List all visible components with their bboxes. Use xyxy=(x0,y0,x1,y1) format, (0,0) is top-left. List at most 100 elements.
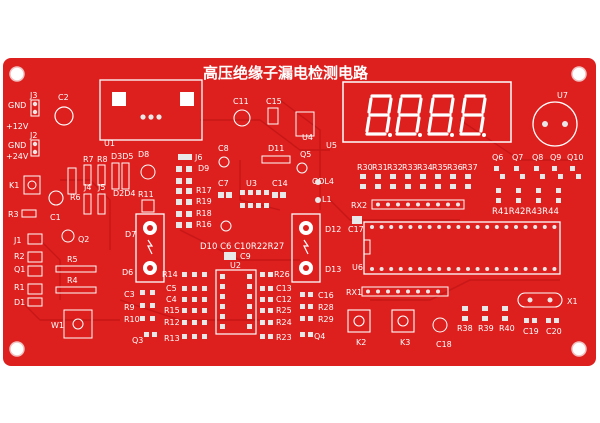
c2-footprint xyxy=(54,106,74,126)
u6-pin xyxy=(427,225,432,229)
label-q1: Q1 xyxy=(14,265,25,274)
label-k1: K1 xyxy=(9,181,19,190)
u6-pin xyxy=(379,267,384,271)
label-r29: R29 xyxy=(318,315,334,324)
label-r32: R32 xyxy=(387,163,403,172)
u6-pin xyxy=(523,225,528,229)
label-c9: C9 xyxy=(240,252,251,261)
label-c2: C2 xyxy=(58,93,69,102)
u6-pin xyxy=(504,267,509,271)
label-r14: R14 xyxy=(162,270,178,279)
label-r7: R7 xyxy=(83,155,94,164)
label-r28: R28 xyxy=(318,303,334,312)
label-row-d10: D10 C6 C10R22R27 xyxy=(200,242,284,252)
label-d12: D12 xyxy=(325,225,341,234)
label-c3: C3 xyxy=(124,290,135,299)
u6-pin xyxy=(398,225,403,229)
label-u5: U5 xyxy=(326,141,337,150)
u6-pin xyxy=(379,225,384,229)
label-q6: Q6 xyxy=(492,153,503,162)
u6-pin xyxy=(437,267,442,271)
label-u1: U1 xyxy=(104,139,115,148)
label-q2: Q2 xyxy=(78,235,89,244)
u1-footprint xyxy=(99,79,203,141)
label-r3: R3 xyxy=(8,210,19,219)
label-j5: J5 xyxy=(97,183,105,192)
u6-pin xyxy=(533,225,538,229)
label-r17: R17 xyxy=(196,186,212,195)
label-r11: R11 xyxy=(138,190,154,199)
u6-pin xyxy=(427,267,432,271)
d6-d7-footprints xyxy=(135,213,165,283)
smd-pads-c xyxy=(260,272,313,339)
u6-pin xyxy=(552,225,557,229)
label-j6: J6 xyxy=(194,153,202,162)
label-r12: R12 xyxy=(164,318,180,327)
u6-pin xyxy=(514,225,518,229)
u6-mcu-footprint xyxy=(363,221,561,275)
u6-pin xyxy=(542,267,547,271)
label-r5: R5 xyxy=(67,255,78,264)
label-d13: D13 xyxy=(325,265,341,274)
resistor-row-r30-r37: R30 R31 R32 R33 R34 R35 R36 R37 xyxy=(357,163,478,189)
u6-pin xyxy=(398,267,403,271)
label-j1: J1 xyxy=(13,236,21,245)
rx2-header xyxy=(371,199,465,210)
u6-pin xyxy=(418,267,422,271)
label-j2: J2 xyxy=(29,131,37,140)
label-r30: R30 xyxy=(357,163,373,172)
label-12v: +12V xyxy=(6,122,29,131)
u6-pin xyxy=(389,225,394,229)
u6-pin xyxy=(475,267,480,271)
label-gnd2: GND xyxy=(8,141,26,150)
label-r6: R6 xyxy=(70,193,81,202)
copper-traces xyxy=(19,99,580,321)
label-d9: D9 xyxy=(198,164,209,173)
u6-pin xyxy=(408,225,413,229)
label-x1: X1 xyxy=(567,297,578,306)
u6-pin xyxy=(370,225,374,229)
label-q7: Q7 xyxy=(512,153,523,162)
label-c12: C12 xyxy=(276,295,292,304)
label-q8: Q8 xyxy=(532,153,543,162)
u6-pin xyxy=(494,225,499,229)
u6-pin xyxy=(485,225,490,229)
label-r10: R10 xyxy=(124,315,140,324)
label-c8: C8 xyxy=(218,144,229,153)
label-gdl4: GDL4 xyxy=(312,177,334,186)
label-r35: R35 xyxy=(432,163,448,172)
label-r33: R33 xyxy=(402,163,418,172)
x1-crystal-footprint xyxy=(517,292,563,308)
label-u7: U7 xyxy=(557,91,568,100)
u6-pin xyxy=(466,225,470,229)
u2-footprint xyxy=(215,269,257,335)
label-u2: U2 xyxy=(230,261,241,270)
u6-pin xyxy=(523,267,528,271)
u6-pin xyxy=(418,225,422,229)
u6-pin xyxy=(437,225,442,229)
label-w1: W1 xyxy=(51,321,64,330)
smd-pads-a xyxy=(176,154,192,228)
label-r38: R38 xyxy=(457,324,473,333)
smd-pads-d xyxy=(462,306,559,323)
label-q5: Q5 xyxy=(300,150,311,159)
label-r13: R13 xyxy=(164,334,180,343)
rx1-header xyxy=(361,286,449,297)
u6-pin xyxy=(456,267,461,271)
label-d8: D8 xyxy=(138,150,149,159)
u6-pin xyxy=(504,225,509,229)
u6-pin xyxy=(466,267,470,271)
label-c14: C14 xyxy=(272,179,288,188)
label-k2: K2 xyxy=(356,338,366,347)
label-q3: Q3 xyxy=(132,336,143,345)
u6-pin xyxy=(446,267,451,271)
label-d3d5: D3D5 xyxy=(111,152,134,161)
label-r19: R19 xyxy=(196,197,212,206)
u6-pin xyxy=(475,225,480,229)
label-d6: D6 xyxy=(122,268,133,277)
label-r39: R39 xyxy=(478,324,494,333)
k1-footprint xyxy=(23,175,41,195)
label-rx2: RX2 xyxy=(351,201,367,210)
label-k3: K3 xyxy=(400,338,410,347)
